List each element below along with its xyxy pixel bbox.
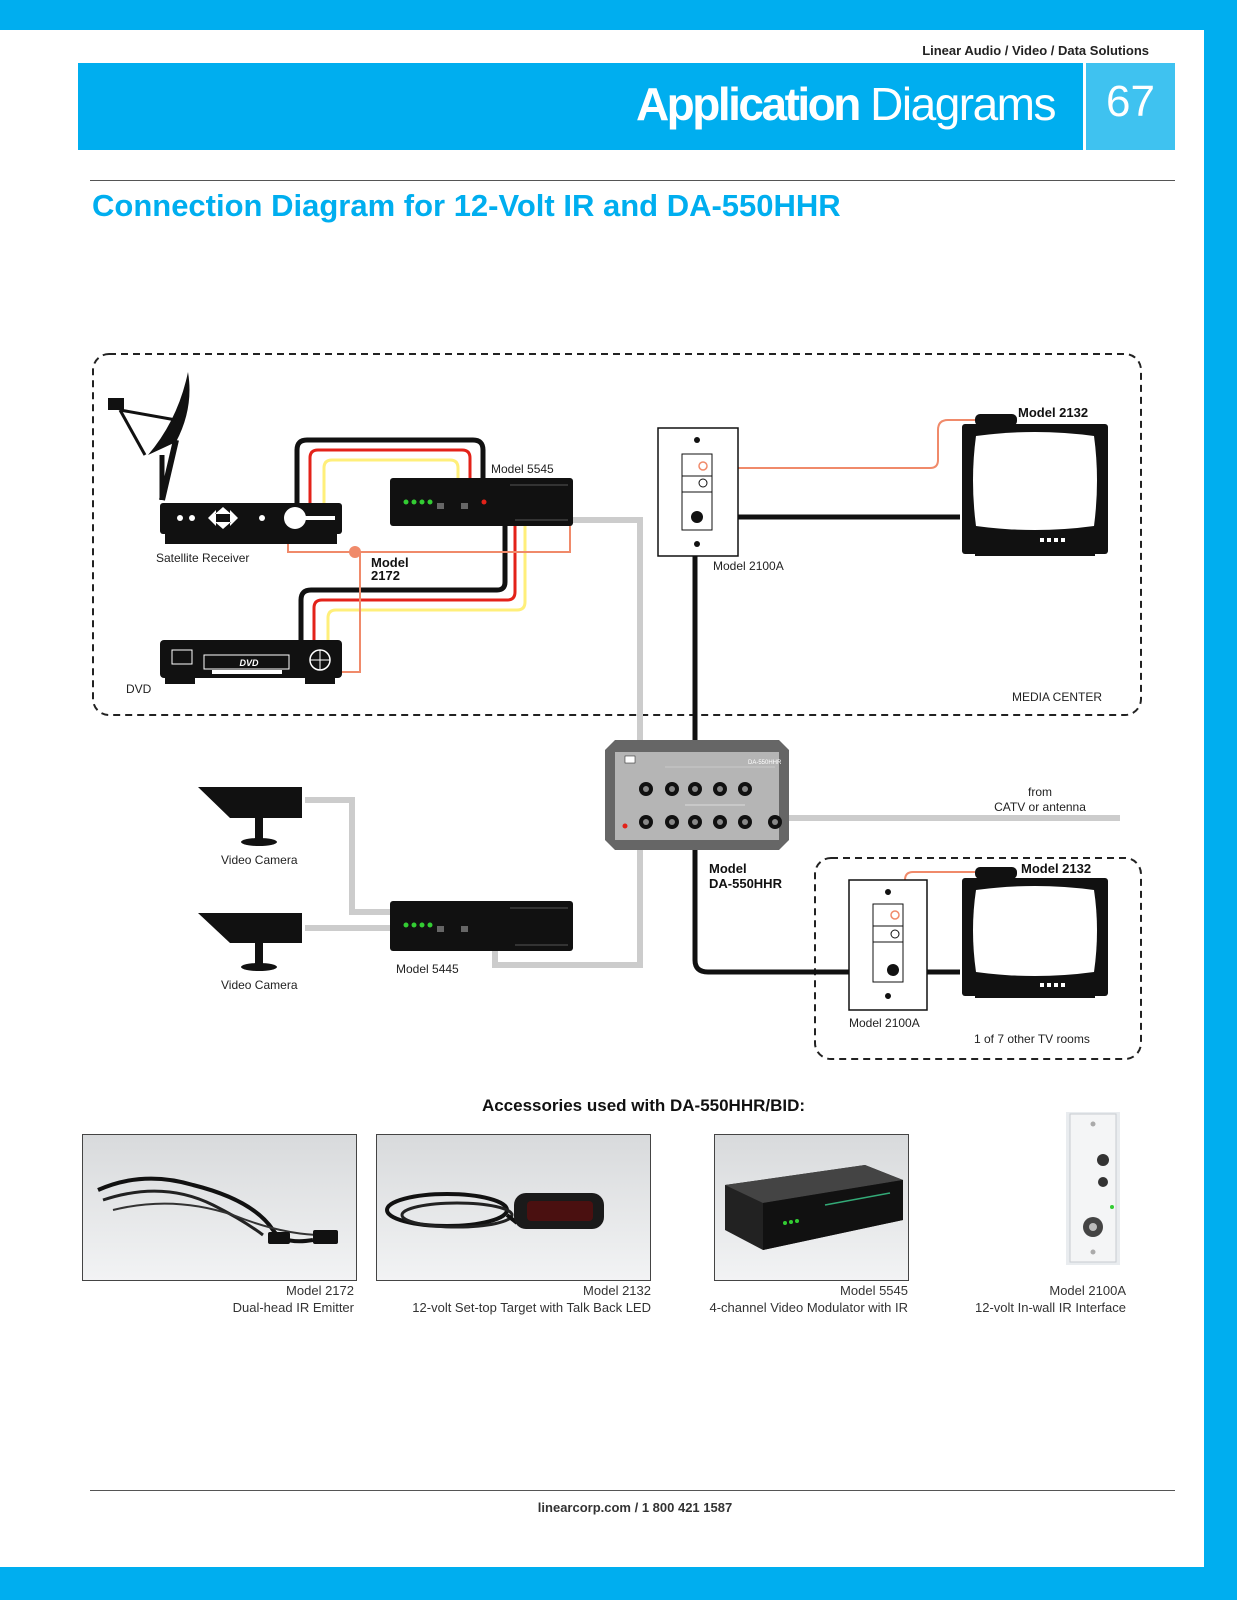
wall-plate-top-icon bbox=[657, 427, 739, 557]
satellite-dish-icon bbox=[108, 372, 190, 501]
label-dvd: DVD bbox=[126, 682, 152, 696]
caption-model-2100a-desc: 12-volt In-wall IR Interface bbox=[974, 1300, 1126, 1315]
red-wires bbox=[308, 448, 517, 645]
dvd-logo: DVD bbox=[239, 658, 259, 668]
caption-model-2100a-model: Model 2100A bbox=[1049, 1283, 1126, 1298]
caption-model-5545-desc: 4-channel Video Modulator with IR bbox=[709, 1300, 909, 1315]
label-model-2100a-top: Model 2100A bbox=[713, 559, 784, 573]
photo-video-modulator bbox=[714, 1134, 909, 1281]
ir-splitter bbox=[349, 546, 361, 558]
label-model-5445: Model 5445 bbox=[396, 962, 459, 976]
header-tagline: Linear Audio / Video / Data Solutions bbox=[922, 43, 1149, 58]
caption-model-2100a: Model 2100A 12-volt In-wall IR Interface bbox=[920, 1282, 1126, 1316]
label-model-2172: Model 2172 bbox=[371, 555, 409, 583]
wall-plate-bottom-icon bbox=[848, 879, 928, 1011]
yellow-wires bbox=[322, 458, 527, 645]
label-video-camera-2: Video Camera bbox=[221, 978, 298, 992]
section-title: Connection Diagram for 12-Volt IR and DA… bbox=[92, 188, 841, 223]
photo-inwall-interface bbox=[1066, 1112, 1120, 1265]
settop-target-image bbox=[385, 1192, 604, 1229]
caption-model-2172: Model 2172 Dual-head IR Emitter bbox=[120, 1282, 354, 1316]
caption-model-2172-desc: Dual-head IR Emitter bbox=[232, 1300, 354, 1315]
da-panel-label: DA-550HHR bbox=[748, 760, 782, 766]
page-number-box: 67 bbox=[1086, 63, 1175, 150]
label-model-5545: Model 5545 bbox=[491, 462, 554, 476]
title-bold: Application bbox=[635, 78, 861, 130]
page-number: 67 bbox=[1106, 77, 1155, 126]
tv-room-box bbox=[814, 857, 1142, 1060]
label-media-center: MEDIA CENTER bbox=[1012, 690, 1103, 704]
inwall-interface-image bbox=[1069, 1113, 1117, 1263]
label-model-2100a-bottom: Model 2100A bbox=[849, 1016, 920, 1030]
tv-top-icon bbox=[962, 414, 1108, 556]
caption-model-5545: Model 5545 4-channel Video Modulator wit… bbox=[660, 1282, 909, 1316]
label-model-da-550hhr: Model DA-550HHR bbox=[709, 861, 782, 891]
coax-cables bbox=[305, 517, 1120, 968]
title-light: Diagrams bbox=[870, 78, 1056, 130]
da-550hhr-icon: DA-550HHR bbox=[605, 740, 789, 850]
caption-model-2132-desc: 12-volt Set-top Target with Talk Back LE… bbox=[412, 1300, 651, 1315]
photo-ir-emitter bbox=[82, 1134, 357, 1281]
video-camera-icon-2 bbox=[198, 913, 302, 971]
video-modulator-image bbox=[725, 1165, 903, 1250]
frame-top-bar bbox=[0, 0, 1237, 30]
title-banner: Application Diagrams bbox=[78, 63, 1083, 150]
label-tv-rooms: 1 of 7 other TV rooms bbox=[974, 1032, 1090, 1046]
frame-bottom-bar bbox=[0, 1567, 1237, 1600]
label-catv: from CATV or antenna bbox=[994, 785, 1086, 814]
media-center-box bbox=[92, 353, 1142, 716]
ir-emitter-image bbox=[97, 1176, 338, 1244]
dvd-player-icon: DVD bbox=[160, 640, 342, 684]
caption-model-5545-model: Model 5545 bbox=[840, 1283, 908, 1298]
caption-model-2132: Model 2132 12-volt Set-top Target with T… bbox=[380, 1282, 651, 1316]
label-satellite-receiver: Satellite Receiver bbox=[156, 551, 250, 565]
label-video-camera-1: Video Camera bbox=[221, 853, 298, 867]
photo-settop-target bbox=[376, 1134, 651, 1281]
label-model-2132-bottom: Model 2132 bbox=[1021, 861, 1092, 876]
caption-model-2172-model: Model 2172 bbox=[286, 1283, 354, 1298]
footer-contact: linearcorp.com / 1 800 421 1587 bbox=[537, 1500, 733, 1515]
modulator-5545-icon bbox=[390, 478, 573, 526]
tv-bottom-icon bbox=[962, 867, 1108, 998]
label-model-2132-top: Model 2132 bbox=[1018, 405, 1089, 420]
banner-title: Application Diagrams bbox=[635, 77, 1057, 131]
frame-right-bar bbox=[1204, 0, 1237, 1600]
accessories-title: Accessories used with DA-550HHR/BID: bbox=[481, 1096, 806, 1115]
header-rule bbox=[90, 180, 1175, 181]
caption-model-2132-model: Model 2132 bbox=[583, 1283, 651, 1298]
video-camera-icon-1 bbox=[198, 787, 302, 846]
footer-rule bbox=[90, 1490, 1175, 1491]
satellite-receiver-icon bbox=[160, 503, 342, 544]
modulator-5445-icon bbox=[390, 901, 573, 951]
